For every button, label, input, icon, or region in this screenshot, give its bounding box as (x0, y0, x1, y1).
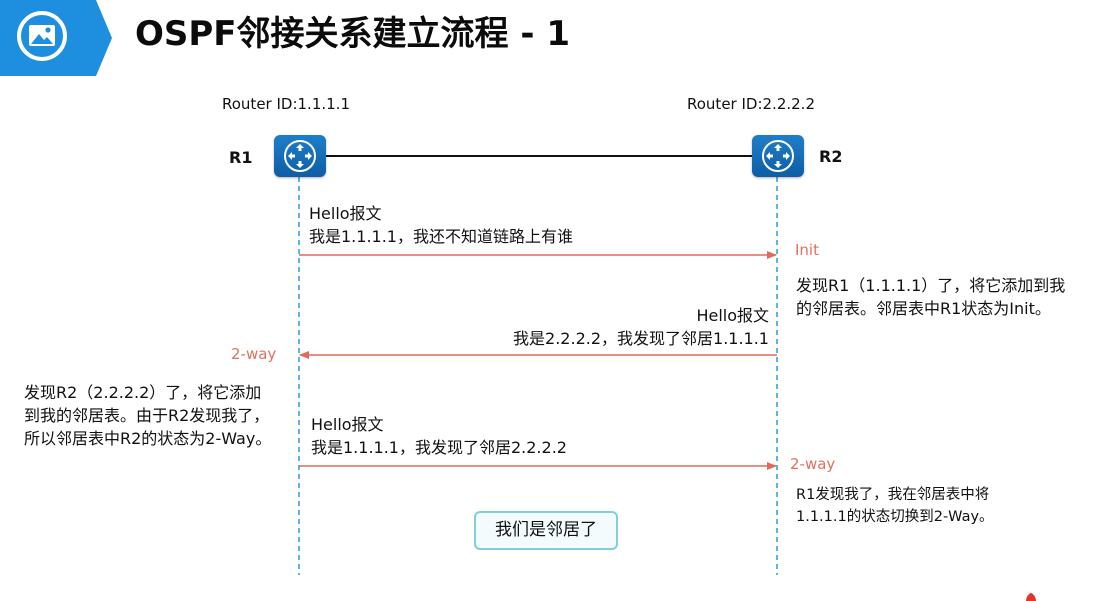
router-r1 (274, 135, 326, 177)
router-icon (762, 140, 794, 172)
r2-router-id: Router ID:2.2.2.2 (687, 95, 815, 113)
msg1-title: Hello报文 (309, 204, 382, 223)
msg2-text: 我是2.2.2.2，我发现了邻居1.1.1.1 (513, 329, 769, 348)
r1-state-2way: 2-way (231, 345, 277, 363)
msg3-title: Hello报文 (311, 415, 384, 434)
logo-fragment-icon (1026, 593, 1036, 601)
msg2-title: Hello报文 (696, 306, 769, 325)
r2-note2-line2: 1.1.1.1的状态切换到2-Way。 (796, 509, 994, 525)
r2-note2-line1: R1发现我了，我在邻居表中将 (796, 487, 990, 503)
r2-note-line2: 的邻居表。邻居表中R1状态为Init。 (796, 299, 1051, 318)
msg1-text: 我是1.1.1.1，我还不知道链路上有谁 (309, 227, 573, 246)
r1-label: R1 (229, 148, 253, 167)
header-badge (0, 0, 112, 76)
r1-router-id: Router ID:1.1.1.1 (222, 95, 350, 113)
msg3-text: 我是1.1.1.1，我发现了邻居2.2.2.2 (311, 438, 567, 457)
r2-state-init: Init (795, 241, 819, 259)
router-icon (284, 140, 316, 172)
r1-note-line3: 所以邻居表中R2的状态为2-Way。 (24, 429, 272, 448)
r2-label: R2 (819, 147, 843, 166)
r1-note-line1: 发现R2（2.2.2.2）了，将它添加 (24, 383, 262, 402)
r2-note-line1: 发现R1（1.1.1.1）了，将它添加到我 (796, 276, 1066, 295)
router-r2 (752, 135, 804, 177)
neighbor-established-box: 我们是邻居了 (474, 511, 618, 550)
r1-note-line2: 到我的邻居表。由于R2发现我了， (24, 406, 270, 425)
page-title: OSPF邻接关系建立流程 - 1 (135, 14, 570, 54)
image-icon (17, 11, 67, 61)
r2-state-2way: 2-way (790, 455, 836, 473)
